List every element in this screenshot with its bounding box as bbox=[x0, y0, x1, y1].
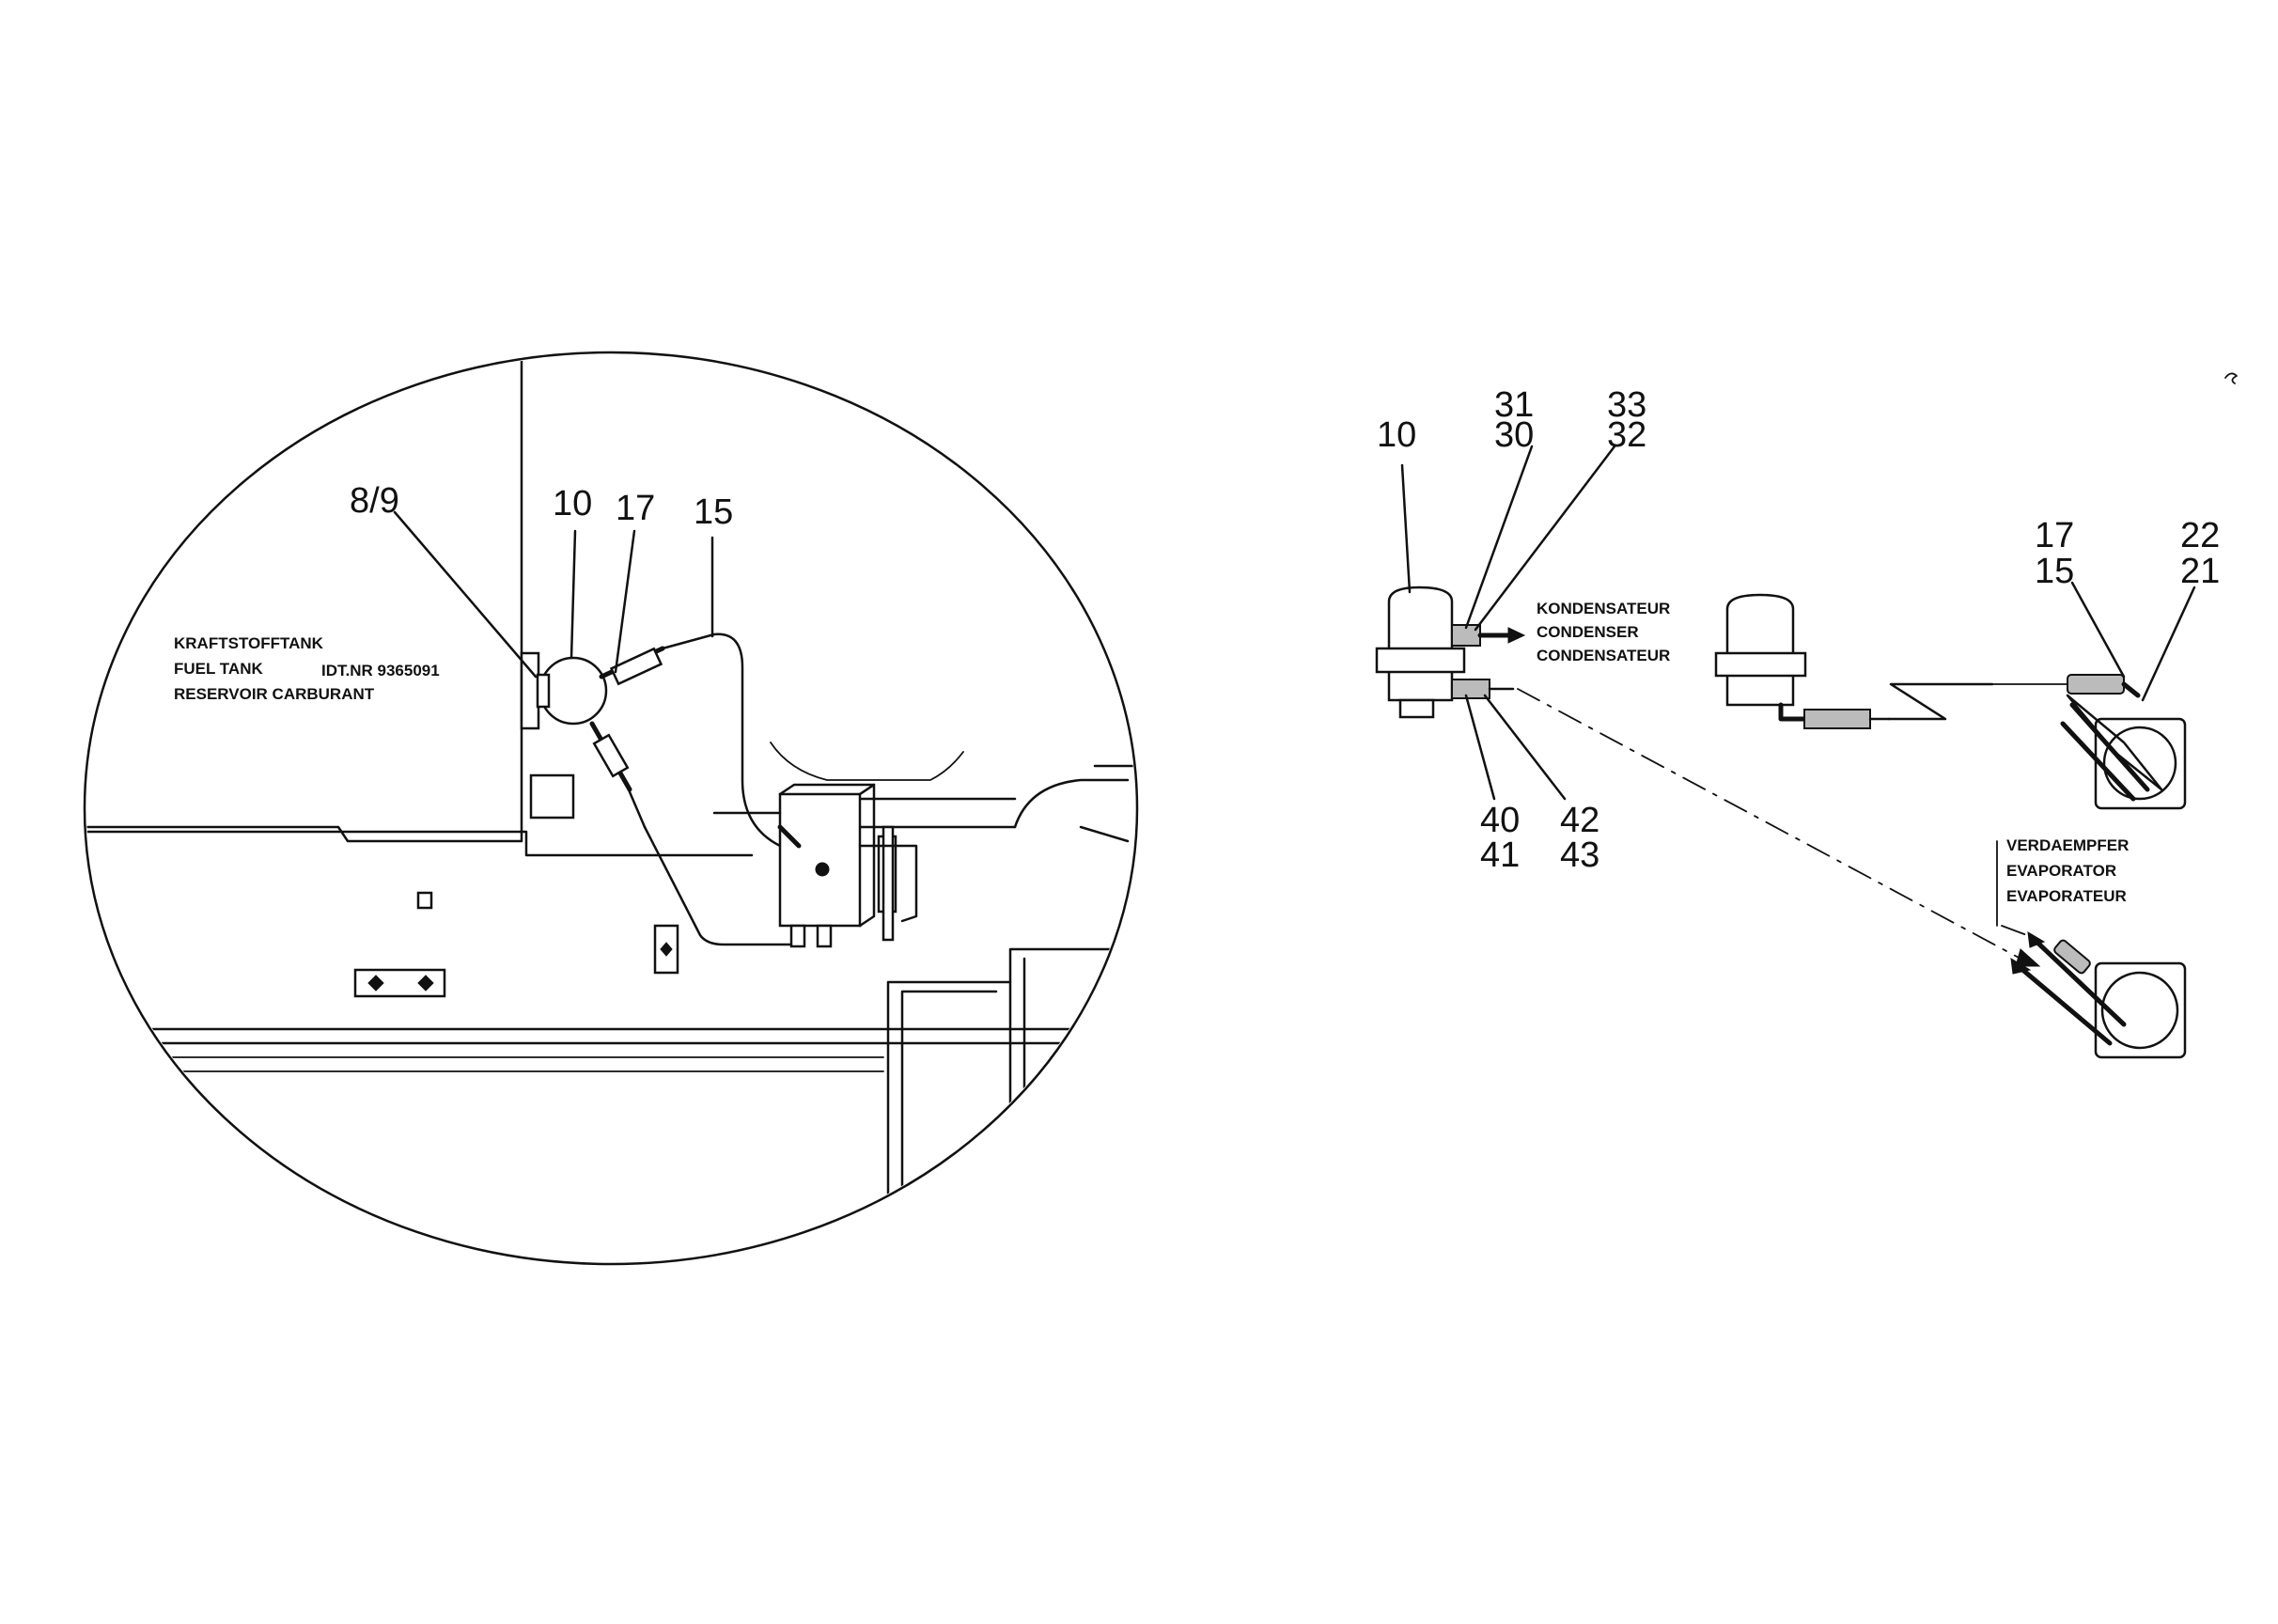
callout-15: 15 bbox=[694, 492, 733, 532]
callout-r-42: 42 bbox=[1560, 801, 1599, 840]
callout-r-31: 31 bbox=[1494, 385, 1534, 425]
callout-r-15: 15 bbox=[2035, 552, 2074, 591]
callout-r-40: 40 bbox=[1480, 801, 1520, 840]
leader-8-9 bbox=[393, 510, 538, 679]
tank-id-number: IDT.NR 9365091 bbox=[321, 662, 440, 679]
evaporator-label-line1: VERDAEMPFER bbox=[2006, 836, 2129, 854]
suction-line-dashdot bbox=[1517, 688, 2021, 960]
leader-17 bbox=[614, 529, 636, 674]
callout-r-32: 32 bbox=[1607, 415, 1646, 455]
condenser-label-line1: KONDENSATEUR bbox=[1537, 600, 1670, 617]
leader-r-30-31 bbox=[1464, 445, 1534, 630]
evaporator-label-line2: EVAPORATOR bbox=[2006, 862, 2116, 880]
tank-label-line2: FUEL TANK bbox=[174, 660, 263, 678]
callout-10: 10 bbox=[553, 484, 592, 523]
heater-unit bbox=[712, 783, 918, 948]
evaporator-lower bbox=[2001, 925, 2187, 1059]
leader-r-10 bbox=[1400, 463, 1412, 594]
filter-dryer bbox=[536, 646, 665, 829]
left-detail-view: 8/9 10 17 15 KRAFTSTOFFTANK FUEL TANK RE… bbox=[83, 351, 1139, 1266]
callout-17: 17 bbox=[616, 489, 655, 528]
callout-r-33: 33 bbox=[1607, 385, 1646, 425]
leader-r-40-41 bbox=[1464, 694, 1496, 801]
leader-r-21-22 bbox=[2141, 586, 2196, 702]
detail-oval-frame bbox=[83, 351, 1139, 1266]
condenser-label-line3: CONDENSATEUR bbox=[1537, 647, 1670, 664]
callout-r-17: 17 bbox=[2035, 516, 2074, 555]
condenser-label-line2: CONDENSER bbox=[1537, 623, 1639, 641]
leader-r-15-17 bbox=[2070, 581, 2126, 679]
vehicle-structure bbox=[86, 354, 1135, 1224]
leader-r-32-33 bbox=[1474, 445, 1616, 632]
leader-r-42-43 bbox=[1483, 694, 1567, 801]
leader-10 bbox=[570, 529, 577, 660]
scan-mark bbox=[2224, 372, 2238, 384]
callout-8-9: 8/9 bbox=[350, 481, 399, 521]
evaporator-label-line3: EVAPORATEUR bbox=[2006, 887, 2127, 905]
callout-r-10: 10 bbox=[1377, 415, 1416, 455]
right-exploded-view: 10 31 30 33 32 40 41 42 43 KONDENSATEUR … bbox=[1375, 385, 2220, 1059]
callout-r-21: 21 bbox=[2180, 552, 2220, 591]
fuel-line bbox=[661, 632, 782, 848]
callout-r-41: 41 bbox=[1480, 835, 1520, 875]
tank-label-line1: KRAFTSTOFFTANK bbox=[174, 634, 324, 652]
fuel-tank-outline bbox=[86, 354, 523, 843]
filter-dryer-exploded bbox=[1375, 586, 1526, 719]
tank-label-line3: RESERVOIR CARBURANT bbox=[174, 685, 375, 703]
callout-r-43: 43 bbox=[1560, 835, 1599, 875]
callout-r-22: 22 bbox=[2180, 516, 2220, 555]
evaporator-upper bbox=[2060, 674, 2187, 810]
callout-r-30: 30 bbox=[1494, 415, 1534, 455]
receiver-canister bbox=[1714, 593, 1994, 729]
fuel-line-lower bbox=[643, 825, 791, 946]
